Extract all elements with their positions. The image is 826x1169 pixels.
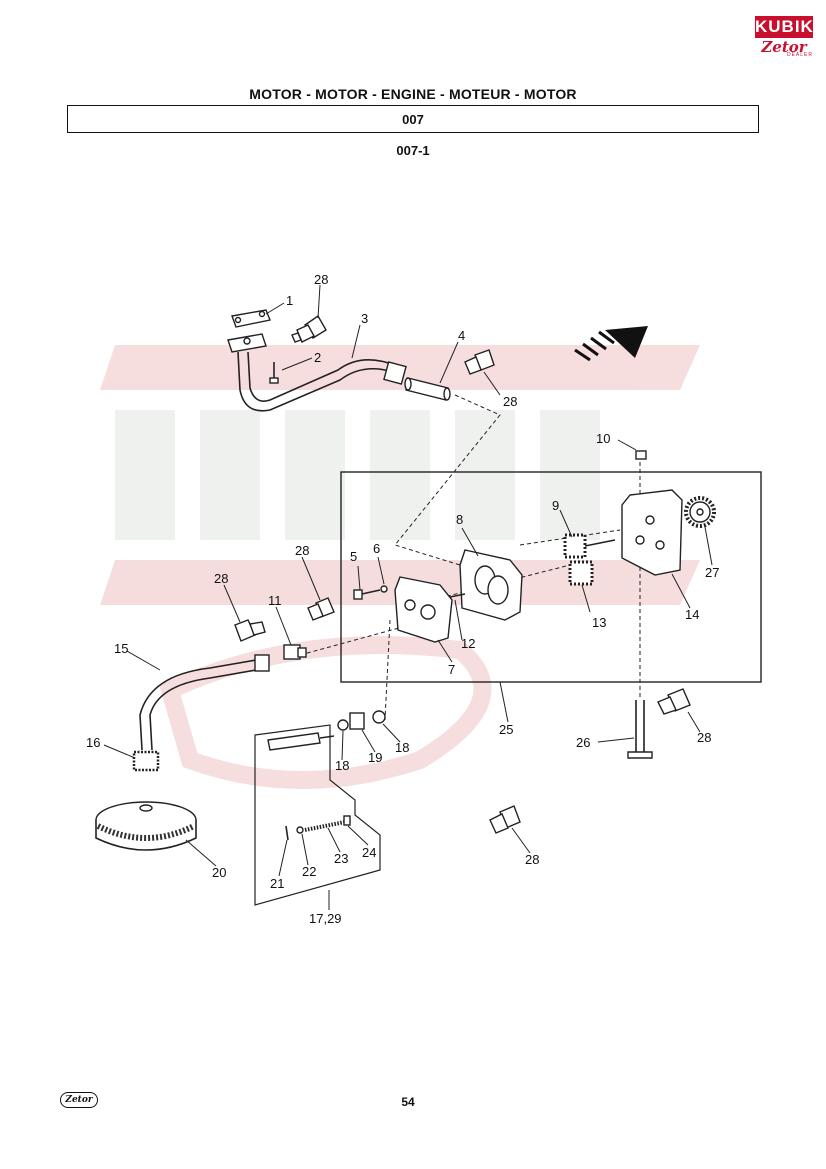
brand-logo: KUBIK Zetor DEALER: [755, 16, 813, 66]
footer-logo: Zetor: [60, 1092, 98, 1108]
part-label: 3: [361, 311, 368, 326]
sealant-tube: [464, 349, 495, 375]
sealant-tube: [291, 314, 327, 343]
sealant-tube: [489, 805, 521, 834]
part-labels: 1 2 3 4 28 28 10 8 9 13 14 27 5 6 12 7 2…: [86, 272, 719, 926]
part-label: 28: [314, 272, 328, 287]
brand-logo-dealer: DEALER: [786, 52, 813, 58]
figure-code: 007-1: [396, 143, 430, 158]
direction-arrow-icon: [574, 326, 648, 362]
part-label: 5: [350, 549, 357, 564]
part-label: 15: [114, 641, 128, 656]
part-label: 9: [552, 498, 559, 513]
part-label: 10: [596, 431, 610, 446]
drive-gear-shaft: [563, 533, 616, 559]
part-label: 18: [395, 740, 409, 755]
part-label: 20: [212, 865, 226, 880]
part-label: 7: [448, 662, 455, 677]
relief-valve-spring: [285, 815, 351, 841]
part-label: 28: [697, 730, 711, 745]
part-label: 24: [362, 845, 376, 860]
part-label: 28: [295, 543, 309, 558]
part-label: 28: [214, 571, 228, 586]
pipe-union: [283, 644, 307, 660]
part-label: 4: [458, 328, 465, 343]
part-label: 1: [286, 293, 293, 308]
spacer-ring: [349, 712, 365, 730]
long-bolt: [627, 700, 653, 759]
part-label: 19: [368, 750, 382, 765]
part-label: 11: [268, 593, 282, 608]
pump-assembly-frame: [340, 471, 762, 683]
part-label: 26: [576, 735, 590, 750]
flange-plate: [227, 309, 271, 353]
oil-strainer: [95, 801, 197, 851]
group-code-box: 007: [67, 105, 759, 133]
part-label: 8: [456, 512, 463, 527]
pump-cover: [621, 489, 683, 576]
pump-plate: [394, 576, 453, 643]
washer: [372, 710, 386, 724]
relief-valve-frame: [254, 724, 381, 906]
page-title: MOTOR - MOTOR - ENGINE - MOTEUR - MOTOR: [249, 86, 577, 102]
part-label: 6: [373, 541, 380, 556]
watermark: [100, 345, 700, 789]
part-label: 23: [334, 851, 348, 866]
page-number: 54: [401, 1095, 415, 1109]
sealant-tube: [657, 688, 691, 715]
hex-nut: [132, 750, 160, 772]
part-label: 22: [302, 864, 316, 879]
driven-gear: [568, 560, 594, 586]
relief-valve-piston: [267, 732, 335, 751]
brand-logo-top: KUBIK: [755, 16, 814, 38]
part-label: 2: [314, 350, 321, 365]
pump-body: [459, 549, 523, 621]
sealant-tube: [307, 597, 335, 621]
suction-pipe: [237, 351, 407, 412]
drive-gear: [684, 496, 716, 528]
part-label: 16: [86, 735, 100, 750]
part-label: 14: [685, 607, 699, 622]
leader-lines: [103, 284, 713, 910]
part-label: 28: [503, 394, 517, 409]
part-label: 17,29: [309, 911, 342, 926]
bolt: [269, 362, 279, 384]
plug: [635, 450, 647, 460]
washer: [337, 719, 349, 731]
part-label: 21: [270, 876, 284, 891]
part-label: 18: [335, 758, 349, 773]
part-label: 28: [525, 852, 539, 867]
pressure-pipe: [139, 654, 270, 751]
part-label: 13: [592, 615, 606, 630]
part-label: 27: [705, 565, 719, 580]
pump-bolt: [353, 585, 388, 600]
part-label: 25: [499, 722, 513, 737]
part-label: 12: [461, 636, 475, 651]
group-code: 007: [402, 111, 424, 127]
dowel-pin: [449, 593, 466, 598]
brand-logo-bottom: Zetor: [761, 38, 807, 56]
connecting-hose: [404, 377, 451, 401]
sealant-tube: [234, 619, 266, 642]
